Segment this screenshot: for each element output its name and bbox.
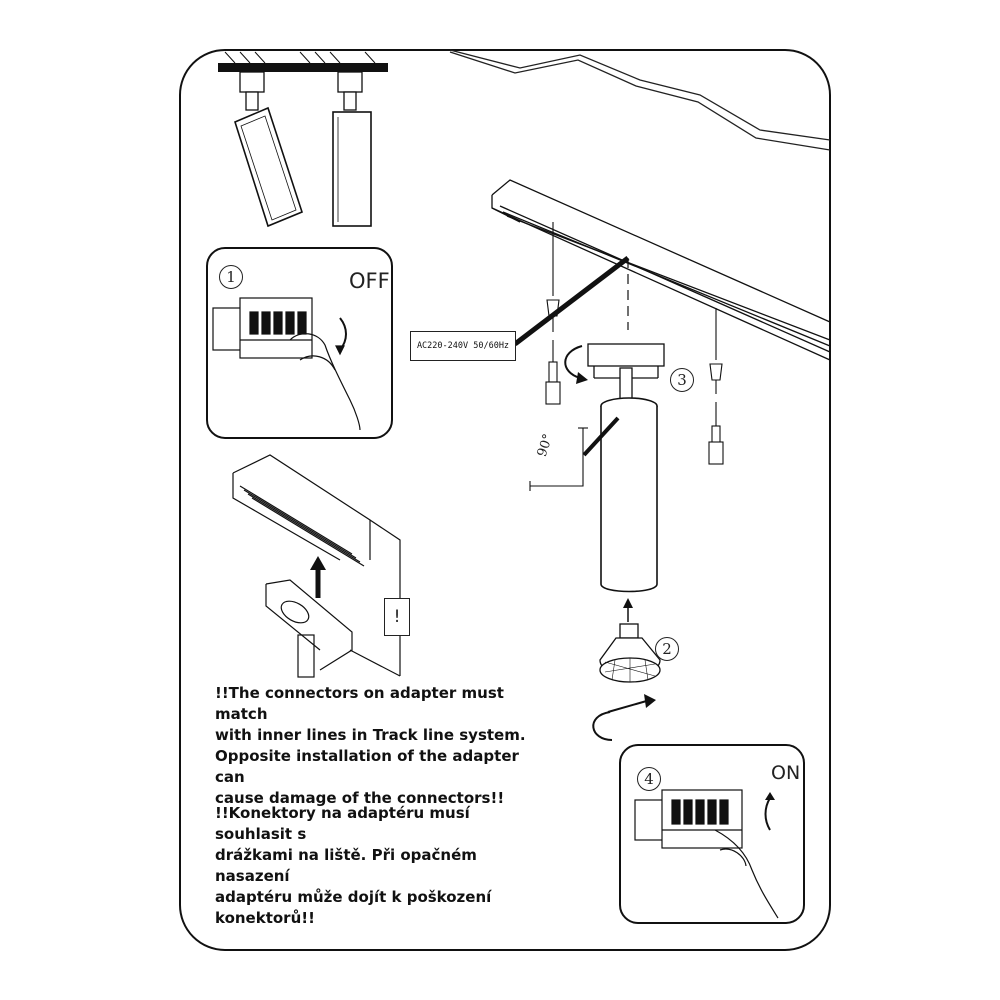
- track-adapter: [564, 343, 665, 403]
- step-4-marker: 4: [637, 767, 661, 791]
- on-label: ON: [771, 762, 801, 784]
- gu10-bulb: [592, 598, 661, 741]
- breaker-box-off: [212, 297, 361, 431]
- rotation-angle-marker: [529, 427, 588, 491]
- track-adapter-illustration: [232, 454, 401, 678]
- ceiling-spotlights-illustration: [218, 51, 388, 228]
- spotlight-body: [582, 397, 658, 593]
- step-3-marker: 3: [670, 368, 694, 392]
- breaker-box-on: [634, 789, 779, 919]
- mounting-track: [491, 179, 831, 361]
- voltage-label: AC220-240V 50/60Hz: [410, 331, 516, 361]
- step-1-marker: 1: [219, 265, 243, 289]
- mounting-screws: [545, 222, 724, 465]
- supply-cable: [513, 256, 630, 346]
- outer-frame: [179, 49, 831, 951]
- warning-mark: !: [384, 598, 410, 636]
- off-label: OFF: [349, 269, 390, 293]
- warning-note-english: !!The connectors on adapter must match w…: [215, 684, 526, 807]
- warning-note-czech: !!Konektory na adaptéru musí souhlasit s…: [215, 804, 492, 927]
- step-2-marker: 2: [655, 637, 679, 661]
- ceiling-outline: [449, 49, 831, 151]
